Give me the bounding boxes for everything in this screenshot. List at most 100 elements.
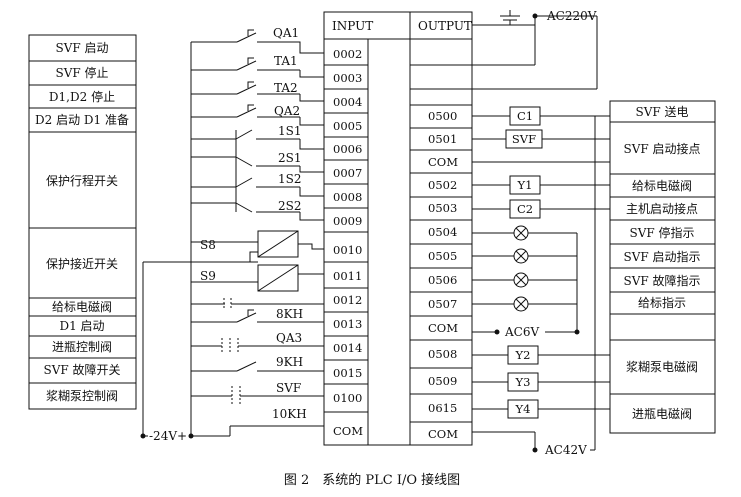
input-device-9kh: 9KH: [276, 355, 303, 369]
load-y4: Y4: [515, 402, 531, 416]
left-row-6: 保护接近开关: [46, 256, 118, 271]
output-terminal-0615: 0615: [428, 401, 457, 415]
input-wiring: -24V+ QA1 TA1 TA2: [140, 26, 324, 443]
input-device-qa1: QA1: [273, 26, 299, 40]
dc24-supply-label: -24V+: [149, 429, 187, 443]
switch-8kh: 8KH: [191, 307, 324, 323]
input-device-8kh: 8KH: [276, 307, 303, 321]
output-terminal-0507: 0507: [428, 297, 457, 311]
switch-1s1: 1S1: [235, 124, 324, 150]
input-device-ta1: TA1: [274, 54, 298, 68]
lamp-0506: [472, 272, 577, 288]
plc-output-header: OUTPUT: [418, 19, 472, 33]
left-row-10: SVF 故障开关: [43, 362, 120, 377]
switch-2s2: 2S2: [235, 199, 324, 221]
input-device-svf: SVF: [276, 381, 301, 395]
input-terminal-0005: 0005: [333, 119, 362, 133]
output-terminal-com-1: COM: [428, 155, 458, 169]
left-description-table: SVF 启动 SVF 停止 D1,D2 停止 D2 启动 D1 准备 保护行程开…: [28, 34, 137, 410]
input-device-2s2: 2S2: [278, 199, 302, 213]
contact-0012: [191, 298, 324, 310]
left-row-2: SVF 停止: [55, 65, 108, 80]
load-y3: Y3: [515, 375, 531, 389]
switch-qa1: QA1: [191, 26, 324, 54]
input-terminal-0007: 0007: [333, 166, 362, 180]
input-terminal-0008: 0008: [333, 190, 362, 204]
switch-ta1: TA1: [191, 54, 324, 78]
right-row-5: SVF 停指示: [629, 225, 694, 240]
input-terminal-0100: 0100: [333, 391, 362, 405]
output-terminal-0504: 0504: [428, 225, 457, 239]
proximity-sensor-s8: S8: [191, 230, 324, 262]
output-terminal-0509: 0509: [428, 374, 457, 388]
right-row-6: SVF 启动指示: [623, 249, 700, 264]
switch-2s1: 2S1: [235, 151, 324, 173]
plc-module: INPUT OUTPUT 0002 0003 0004 0005 0006: [323, 11, 473, 446]
switch-ta2: TA2: [191, 81, 324, 102]
lamp-0507: [472, 296, 577, 312]
right-row-3: 给标电磁阀: [632, 178, 692, 193]
load-svf: SVF: [512, 132, 536, 146]
input-device-1s2: 1S2: [278, 172, 302, 186]
input-device-qa2: QA2: [274, 104, 300, 118]
left-row-8: D1 启动: [59, 319, 104, 333]
output-terminal-0503: 0503: [428, 201, 457, 215]
left-row-5: 保护行程开关: [46, 173, 118, 188]
figure-caption: 图 2 系统的 PLC I/O 接线图: [284, 472, 460, 488]
switch-9kh: 9KH: [191, 355, 324, 372]
input-terminal-0015: 0015: [333, 366, 362, 380]
input-terminal-0002: 0002: [333, 47, 362, 61]
switch-1s2: 1S2: [235, 172, 324, 197]
input-device-s8: S8: [200, 238, 216, 252]
right-row-1: SVF 送电: [635, 104, 688, 119]
switch-qa2: QA2: [191, 104, 324, 126]
output-terminal-0500: 0500: [428, 109, 457, 123]
output-terminal-0501: 0501: [428, 132, 457, 146]
left-row-9: 进瓶控制阀: [52, 340, 112, 354]
lamp-0505: [472, 248, 577, 264]
right-row-7: SVF 故障指示: [623, 273, 700, 288]
input-terminal-0013: 0013: [333, 317, 362, 331]
right-row-4: 主机启动接点: [626, 201, 698, 216]
left-row-1: SVF 启动: [55, 41, 108, 55]
contact-svf: SVF: [191, 381, 324, 406]
input-terminal-0003: 0003: [333, 71, 362, 85]
input-device-ta2: TA2: [274, 81, 298, 95]
output-terminal-0508: 0508: [428, 347, 457, 361]
ac6-supply-label: AC6V: [504, 325, 539, 339]
output-wiring: AC220V C1 SVF Y1 C2: [472, 9, 610, 457]
input-terminal-0004: 0004: [333, 95, 362, 109]
input-terminal-0009: 0009: [333, 214, 362, 228]
output-terminal-cells: 0500 0501 COM 0502 0503 0504 0505 0506 0…: [410, 64, 472, 441]
input-terminal-0010: 0010: [333, 243, 362, 257]
contact-qa3: QA3: [191, 331, 324, 354]
right-description-table: SVF 送电 SVF 启动接点 给标电磁阀 主机启动接点 SVF 停指示 SVF…: [609, 100, 716, 434]
input-terminal-cells: 0002 0003 0004 0005 0006 0007 0008 0009 …: [324, 39, 369, 445]
load-c1: C1: [517, 109, 533, 123]
ac42-supply-label: AC42V: [544, 443, 587, 457]
output-terminal-com-3: COM: [428, 427, 458, 441]
proximity-sensor-s9: S9: [191, 264, 324, 292]
output-terminal-0506: 0506: [428, 273, 457, 287]
left-row-4: D2 启动 D1 准备: [35, 113, 129, 127]
load-c2: C2: [517, 202, 533, 216]
input-terminal-0006: 0006: [333, 142, 362, 156]
input-terminal-com: COM: [333, 424, 363, 438]
left-row-11: 浆糊泵控制阀: [46, 388, 118, 403]
input-device-1s1: 1S1: [278, 124, 302, 138]
right-row-10: 浆糊泵电磁阀: [626, 359, 698, 374]
input-device-10kh: 10KH: [272, 407, 307, 421]
load-y1: Y1: [517, 178, 533, 192]
input-device-qa3: QA3: [276, 331, 302, 345]
load-y2: Y2: [515, 348, 531, 362]
right-row-8: 给标指示: [638, 295, 686, 310]
left-row-3: D1,D2 停止: [49, 89, 115, 104]
input-terminal-0014: 0014: [333, 341, 362, 355]
right-row-2: SVF 启动接点: [623, 141, 700, 156]
output-terminal-0502: 0502: [428, 178, 457, 192]
output-terminal-com-2: COM: [428, 321, 458, 335]
input-device-2s1: 2S1: [278, 151, 302, 165]
right-row-11: 进瓶电磁阀: [632, 406, 692, 421]
output-terminal-0505: 0505: [428, 249, 457, 263]
